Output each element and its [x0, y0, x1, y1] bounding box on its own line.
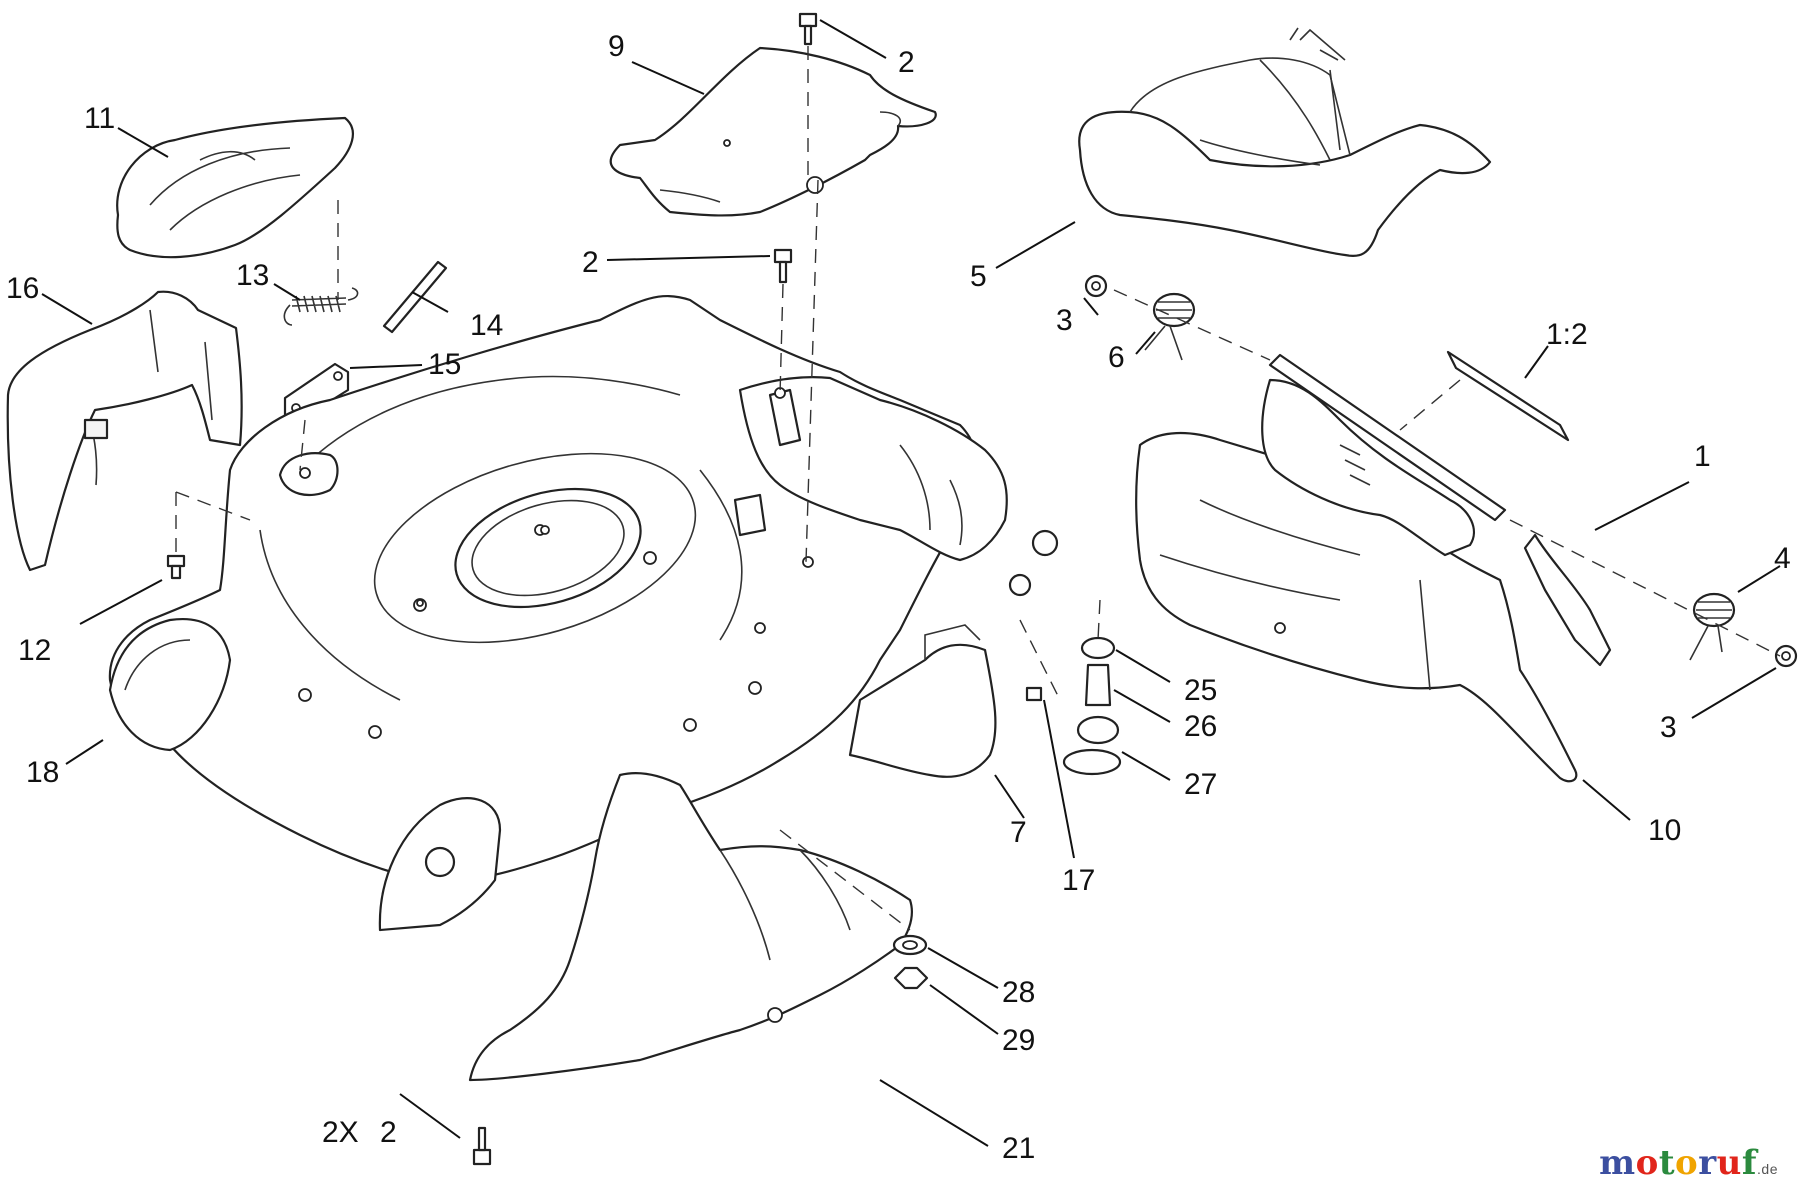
watermark-letter: t	[1658, 1143, 1676, 1183]
part-4-spring	[1689, 592, 1736, 661]
callout-15: 15	[428, 348, 461, 381]
callout-28: 28	[1002, 976, 1035, 1009]
watermark-letter: m	[1599, 1143, 1636, 1183]
watermark-letter: u	[1716, 1143, 1742, 1183]
callout-16: 16	[6, 272, 39, 305]
watermark-letter: o	[1675, 1143, 1699, 1183]
watermark-suffix: .de	[1757, 1161, 1778, 1177]
callout-3-lower: 3	[1660, 711, 1677, 744]
part-14-rod	[382, 260, 448, 334]
mower-deck	[108, 295, 1059, 932]
callout-labels: 11 16 13 14 15 12 18 9 2 2 5 3 6 1:2 1 4…	[6, 30, 1791, 1165]
part-5-frame	[1078, 27, 1492, 257]
part-13-spring	[283, 287, 359, 326]
callout-4: 4	[1774, 542, 1791, 575]
callout-2-bottom: 2	[380, 1116, 397, 1149]
part-1-door	[1261, 353, 1612, 667]
callout-18: 18	[26, 756, 59, 789]
watermark-letter: o	[1635, 1143, 1659, 1183]
part-9-plate	[609, 46, 937, 217]
callout-17: 17	[1062, 864, 1095, 897]
callout-25: 25	[1184, 674, 1217, 707]
part-16-shroud	[6, 290, 243, 572]
callout-7: 7	[1010, 816, 1027, 849]
callout-21: 21	[1002, 1132, 1035, 1165]
part-7-flap	[848, 624, 997, 778]
part-11-cover	[116, 116, 354, 259]
callout-3-upper: 3	[1056, 304, 1073, 337]
callout-29: 29	[1002, 1024, 1035, 1057]
callout-26: 26	[1184, 710, 1217, 743]
watermark-letter: r	[1698, 1143, 1717, 1183]
callout-2x: 2X	[322, 1116, 359, 1149]
callout-5: 5	[970, 260, 987, 293]
callout-11: 11	[84, 102, 115, 135]
hardware	[166, 12, 1798, 1166]
callout-9: 9	[608, 30, 625, 63]
watermark-letter: f	[1741, 1143, 1758, 1183]
assembly-lines	[175, 46, 1781, 931]
callout-12: 12	[18, 634, 51, 667]
callout-1-2: 1:2	[1546, 318, 1588, 351]
callout-2-top: 2	[898, 46, 915, 79]
leader-lines	[41, 19, 1781, 1147]
callout-1: 1	[1694, 440, 1711, 473]
callout-2-mid: 2	[582, 246, 599, 279]
part-21-chute	[468, 771, 914, 1082]
callout-6: 6	[1108, 341, 1125, 374]
callout-14: 14	[470, 309, 503, 342]
callout-10: 10	[1648, 814, 1681, 847]
part-6-spring	[1144, 292, 1196, 361]
watermark-logo: motoruf.de	[1599, 1143, 1778, 1183]
callout-27: 27	[1184, 768, 1217, 801]
callout-13: 13	[236, 259, 269, 292]
